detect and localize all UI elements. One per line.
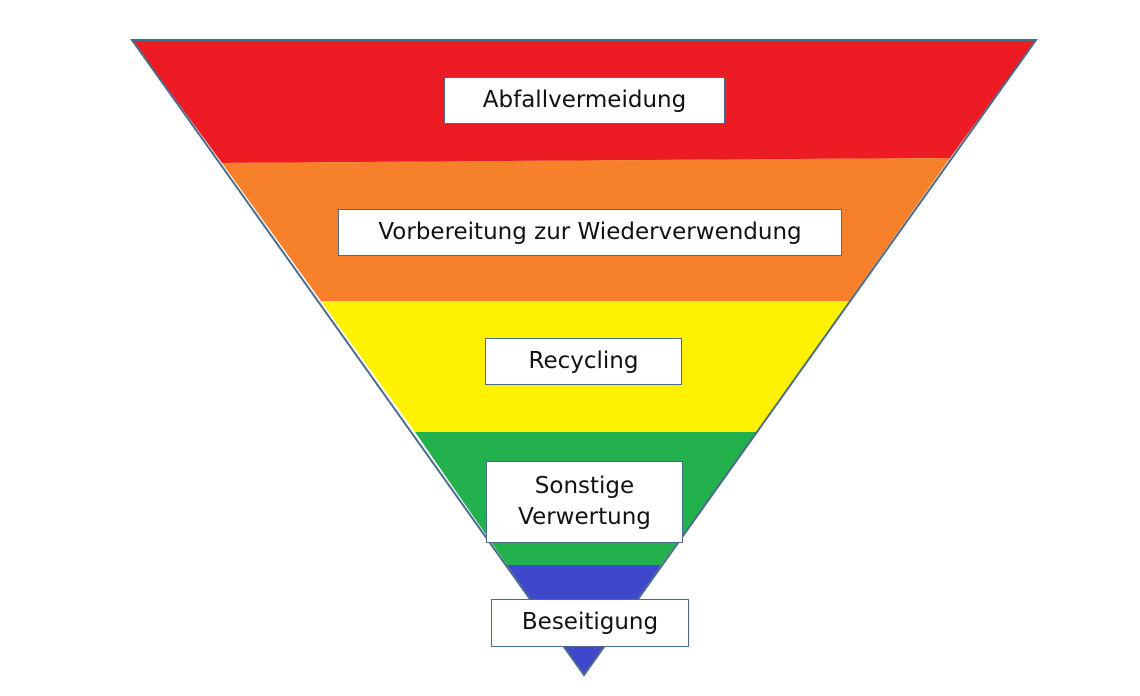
level-label-line: Vorbereitung zur Wiederverwendung	[378, 218, 802, 245]
level-label-line: Beseitigung	[521, 609, 659, 636]
pyramid-outline	[130, 39, 1038, 677]
level-label-line: Sonstige	[534, 472, 635, 499]
level-label-line: Verwertung	[518, 504, 651, 530]
level-label-line: Abfallvermeidung	[482, 86, 687, 113]
level-label-beseitigung: Beseitigung	[491, 599, 689, 647]
level-label-sonstige-verwertung: Sonstige Verwertung	[486, 461, 683, 543]
level-label-abfallvermeidung: Abfallvermeidung	[444, 77, 725, 124]
level-label-wiederverwendung: Vorbereitung zur Wiederverwendung	[338, 209, 842, 256]
level-label-line: Recycling	[528, 347, 639, 374]
level-label-recycling: Recycling	[485, 338, 682, 385]
